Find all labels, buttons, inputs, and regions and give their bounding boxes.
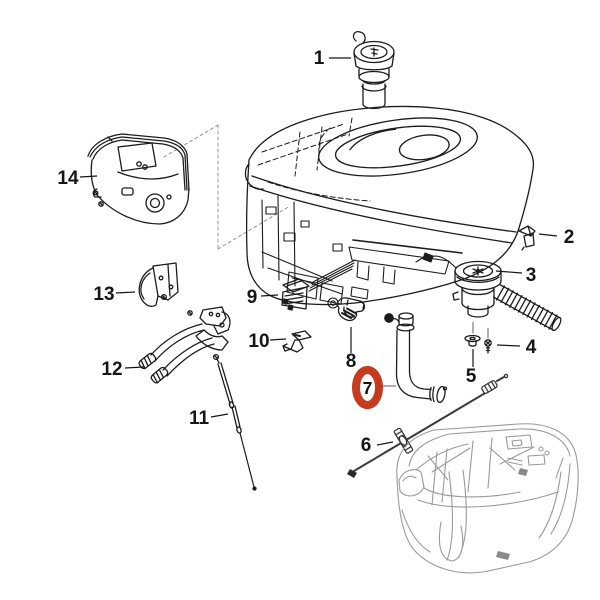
main-housing-drawing bbox=[244, 105, 535, 309]
callout-11-label[interactable]: 11 bbox=[189, 408, 210, 429]
part-5-grommet-drawing bbox=[464, 321, 481, 347]
part-11-rod-drawing bbox=[212, 353, 257, 491]
callout-3-label[interactable]: 3 bbox=[526, 265, 537, 286]
part-12-grip-a bbox=[138, 352, 157, 370]
part-9-cables bbox=[308, 259, 356, 292]
part-3-pump-drawing bbox=[452, 260, 562, 332]
part-13-bracket-drawing bbox=[138, 262, 179, 307]
callout-13-label[interactable]: 13 bbox=[93, 284, 114, 305]
callout-14-label[interactable]: 14 bbox=[57, 168, 79, 189]
part-10-clip-drawing bbox=[282, 330, 312, 353]
diagram-line-art bbox=[87, 31, 562, 491]
callout-6-label[interactable]: 6 bbox=[361, 435, 372, 456]
part-6-rod-drawing bbox=[347, 373, 509, 478]
part-9-connector-drawing bbox=[281, 259, 356, 311]
callout-4-label[interactable]: 4 bbox=[526, 337, 537, 358]
part-12-grip-b bbox=[150, 366, 169, 384]
part-2-clip-drawing bbox=[518, 225, 536, 251]
callout-7-label[interactable]: 7 bbox=[363, 378, 373, 398]
part-4-screw-drawing bbox=[484, 327, 492, 354]
part-3-hose bbox=[492, 284, 562, 332]
part-8-clamp-drawing bbox=[336, 297, 366, 322]
callout-5-label[interactable]: 5 bbox=[466, 366, 477, 387]
callout-2-label[interactable]: 2 bbox=[564, 227, 575, 248]
callout-8-label[interactable]: 8 bbox=[346, 351, 357, 372]
callout-1-label[interactable]: 1 bbox=[314, 48, 325, 69]
highlight-group: 7 bbox=[352, 366, 396, 409]
part-12-lever-drawing bbox=[138, 306, 231, 384]
highlight-ring[interactable] bbox=[352, 366, 383, 409]
callout-labels: 1 2 3 4 5 6 8 9 10 11 12 13 14 bbox=[57, 48, 574, 456]
part-8-hatch bbox=[341, 307, 357, 319]
callout-9-label[interactable]: 9 bbox=[247, 287, 258, 308]
callout-12-label[interactable]: 12 bbox=[101, 359, 122, 380]
projection-dashed-lines bbox=[163, 124, 291, 250]
part-1-cap-drawing bbox=[352, 31, 395, 110]
housing-hidden-lines bbox=[257, 117, 371, 202]
part-14-pan-drawing bbox=[87, 133, 190, 225]
callout-10-label[interactable]: 10 bbox=[248, 331, 269, 352]
part-7-tube-drawing bbox=[384, 312, 448, 404]
ghost-lower-housing-drawing bbox=[396, 423, 579, 574]
callout-leader-lines bbox=[79, 57, 558, 446]
